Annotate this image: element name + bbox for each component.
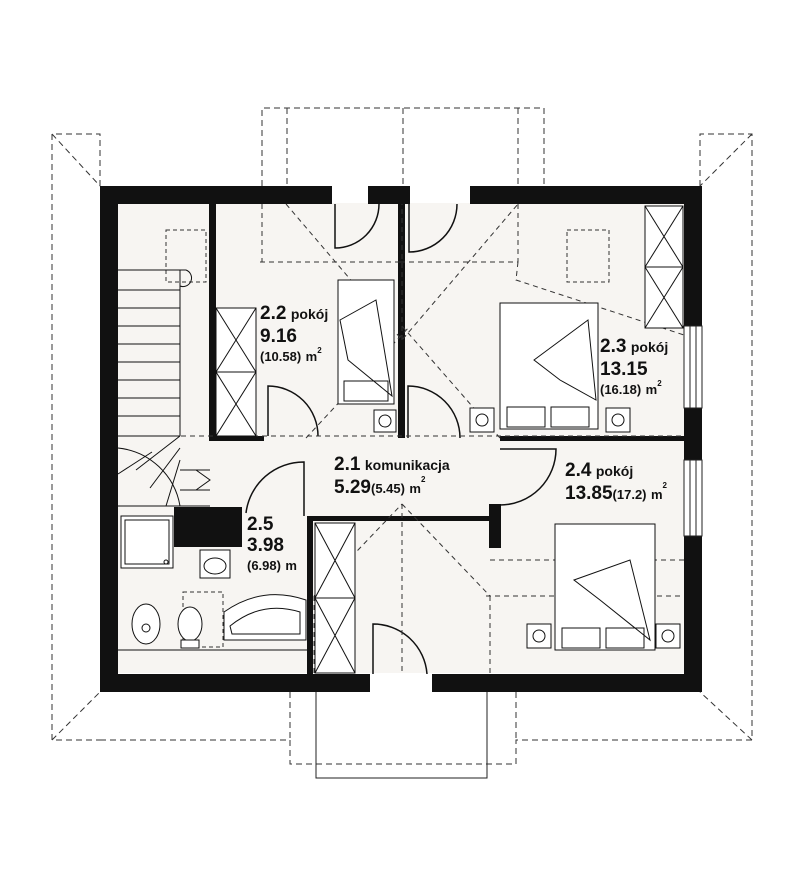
room-area-total: (17.2) (612, 487, 647, 502)
room-label-2-2: 2.2 pokój 9.16 (10.58) m2 (260, 304, 328, 365)
room-name: pokój (630, 339, 669, 355)
room-area: 3.98 (247, 535, 284, 556)
room-label-2-4: 2.4 pokój 13.85(17.2) m2 (565, 461, 667, 503)
room-area: 5.29 (334, 477, 371, 498)
roof-outline (51, 107, 753, 765)
outer-walls (100, 186, 702, 692)
room-area-total: (6.98) (247, 558, 281, 573)
room-label-2-5: 2.5 3.98 (6.98) m (247, 515, 297, 574)
windows (683, 325, 703, 537)
room-number: 2.5 (247, 514, 274, 535)
room-number: 2.4 (565, 460, 592, 481)
room-area-unit-sup: 2 (317, 346, 322, 355)
room-area-total: (16.18) (600, 382, 642, 397)
beds (337, 279, 656, 651)
room-name: komunikacja (364, 457, 450, 473)
wardrobes (215, 205, 684, 674)
room-number: 2.2 (260, 303, 287, 324)
room-area-unit: m (645, 382, 658, 397)
room-area-total: (10.58) (260, 349, 302, 364)
staircase (117, 269, 211, 507)
room-area-unit: m (650, 487, 663, 502)
room-area-unit-sup: 2 (420, 475, 426, 484)
room-label-2-1: 2.1 komunikacja 5.29(5.45) m2 (334, 455, 450, 497)
room-name: pokój (595, 463, 634, 479)
room-area: 13.85 (565, 483, 613, 504)
room-area-total: (5.45) (370, 481, 405, 496)
balcony-outline (315, 692, 488, 779)
bathroom-fixtures (118, 515, 308, 651)
room-number: 2.1 (334, 454, 361, 475)
room-number: 2.3 (600, 336, 627, 357)
door-swings (245, 203, 557, 675)
room-area-unit: m (305, 349, 318, 364)
nightstands (373, 407, 681, 649)
room-label-2-3: 2.3 pokój 13.15 (16.18) m2 (600, 337, 668, 398)
room-area-unit-sup: 2 (662, 481, 667, 490)
room-area: 13.15 (600, 359, 648, 380)
room-area-unit: m (409, 481, 421, 496)
room-area-unit-sup: 2 (657, 379, 662, 388)
room-name: pokój (290, 306, 329, 322)
room-area-unit: m (285, 558, 297, 573)
room-area: 9.16 (260, 326, 297, 347)
